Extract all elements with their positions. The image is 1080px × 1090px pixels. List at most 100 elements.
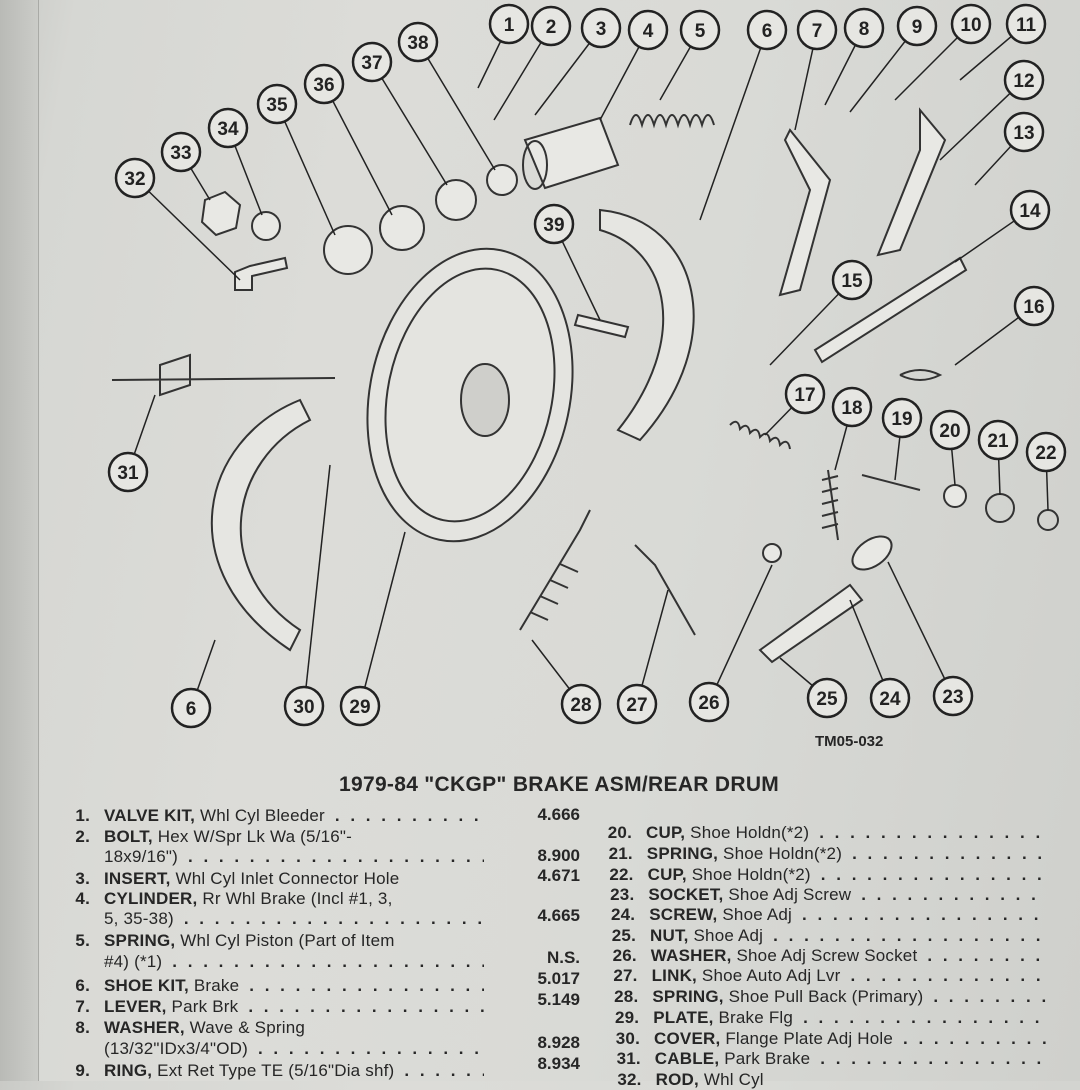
part-name: SOCKET, (648, 885, 724, 904)
right-list-line: 27. LINK, Shoe Auto Adj Lvr (602, 966, 1048, 986)
part-description: Shoe Holdn(*2) (686, 865, 811, 884)
leader-dots (852, 844, 1043, 864)
callout-2: 2 (530, 5, 572, 47)
leader-line (303, 464, 331, 707)
callout-number: 26 (698, 693, 719, 714)
item-number: 30. (615, 1029, 640, 1048)
callout-circle (530, 5, 572, 47)
left-list-line: 6.SHOE KIT, Brake (54, 976, 484, 996)
callout-circle (688, 681, 730, 723)
part-name: LINK, (651, 966, 697, 985)
callout-number: 33 (170, 143, 191, 164)
callout-number: 6 (762, 21, 773, 42)
part-number-value: 4.666 (537, 805, 580, 824)
callout-number: 19 (891, 409, 912, 430)
leader-line (371, 61, 448, 186)
part-number-value: 5.017 (537, 969, 580, 988)
part-description: Shoe Auto Adj Lvr (696, 966, 841, 985)
callout-5: 5 (679, 9, 721, 51)
part-name: LEVER, (104, 997, 167, 1016)
callout-circle (339, 685, 381, 727)
part-name: COVER, (654, 1029, 721, 1048)
item-number: 27. (613, 966, 638, 985)
callout-circle (560, 683, 602, 725)
item-number: 8. (75, 1018, 90, 1037)
callout-number: 31 (117, 463, 139, 484)
part-number-value: 4.665 (537, 906, 580, 925)
part-description: Whl Cyl (698, 1070, 764, 1089)
callout-circle (283, 685, 325, 727)
part-description: Brake (188, 976, 240, 995)
callout-number: 27 (626, 695, 647, 716)
callout-circle (303, 63, 345, 105)
leader-dots (249, 976, 484, 996)
part-description: Shoe Adj Screw (723, 885, 852, 904)
part-description: Park Brk (166, 997, 239, 1016)
brake-shoe-drawing (599, 208, 695, 442)
item-number: 28. (614, 987, 639, 1006)
part-description: Whl Cyl Bleeder (195, 806, 325, 825)
part-description: Shoe Adj Screw Socket (731, 946, 918, 965)
leader-dots (188, 847, 484, 867)
item-number: 7. (75, 997, 90, 1016)
left-list-line: #4) (*1) (54, 952, 484, 972)
item-number: 21. (608, 844, 633, 863)
callout-23: 23 (932, 675, 974, 717)
callout-number: 3 (596, 19, 607, 40)
right-list-line: 21.SPRING, Shoe Holdn(*2) (597, 844, 1043, 864)
callout-26: 26 (688, 681, 730, 723)
leader-dots (861, 885, 1044, 905)
callout-number: 5 (695, 21, 706, 42)
callout-number: 9 (912, 17, 923, 38)
callout-12: 12 (1003, 59, 1045, 101)
part-number-value: 5.149 (537, 990, 580, 1009)
callout-15: 15 (831, 259, 873, 301)
leader-dots (927, 946, 1046, 966)
item-number: 24. (610, 905, 636, 924)
callout-11: 11 (1005, 3, 1047, 45)
callout-number: 28 (570, 695, 591, 716)
callout-circle (679, 9, 721, 51)
left-list-line: 4.CYLINDER, Rr Whl Brake (Incl #1, 3, (54, 889, 484, 909)
callout-34: 34 (207, 107, 249, 149)
part-description: Shoe Holdn(*2) (718, 844, 843, 863)
left-list-line: 5, 35-38) (54, 909, 484, 929)
part-description: Shoe Adj (688, 926, 764, 945)
callout-10: 10 (950, 3, 992, 45)
item-number: 20. (607, 823, 632, 842)
left-list-line: 18x9/16") (54, 847, 484, 867)
right-list-line: 22.CUP, Shoe Holdn(*2) (598, 865, 1044, 885)
callout-17: 17 (784, 373, 826, 415)
leader-dots (802, 905, 1045, 925)
adjacent-page-edge (0, 0, 39, 1081)
callout-circle (869, 677, 911, 719)
part-description: Shoe Pull Back (Primary) (723, 987, 924, 1006)
item-number: 29. (614, 1008, 640, 1027)
callout-30: 30 (283, 685, 325, 727)
callout-33: 33 (160, 131, 202, 173)
part-name: CUP, (647, 865, 687, 884)
right-list-line: 31.CABLE, Park Brake (605, 1049, 1051, 1069)
leader-line (699, 29, 768, 221)
part-description: Ext Ret Type TE (5/16"Dia shf) (152, 1061, 395, 1080)
leader-dots (821, 865, 1044, 885)
callout-circle (207, 107, 249, 149)
callout-4: 4 (627, 9, 669, 51)
piston-spring-drawing (629, 114, 715, 129)
callout-circle (533, 203, 575, 245)
callout-number: 13 (1013, 123, 1034, 144)
callout-number: 29 (349, 697, 370, 718)
left-list-line: 7. LEVER, Park Brk (54, 997, 484, 1017)
callout-number: 2 (546, 17, 557, 38)
leader-dots (850, 966, 1047, 986)
callout-circle (1005, 3, 1047, 45)
callout-number: 25 (816, 689, 838, 710)
callout-circle (881, 397, 923, 439)
right-list-line: 25.NUT, Shoe Adj (600, 926, 1046, 946)
callout-circle (831, 259, 873, 301)
callout-circle (1003, 59, 1045, 101)
leader-dots (773, 926, 1046, 946)
leader-dots (933, 987, 1048, 1007)
callout-circle (1009, 189, 1051, 231)
